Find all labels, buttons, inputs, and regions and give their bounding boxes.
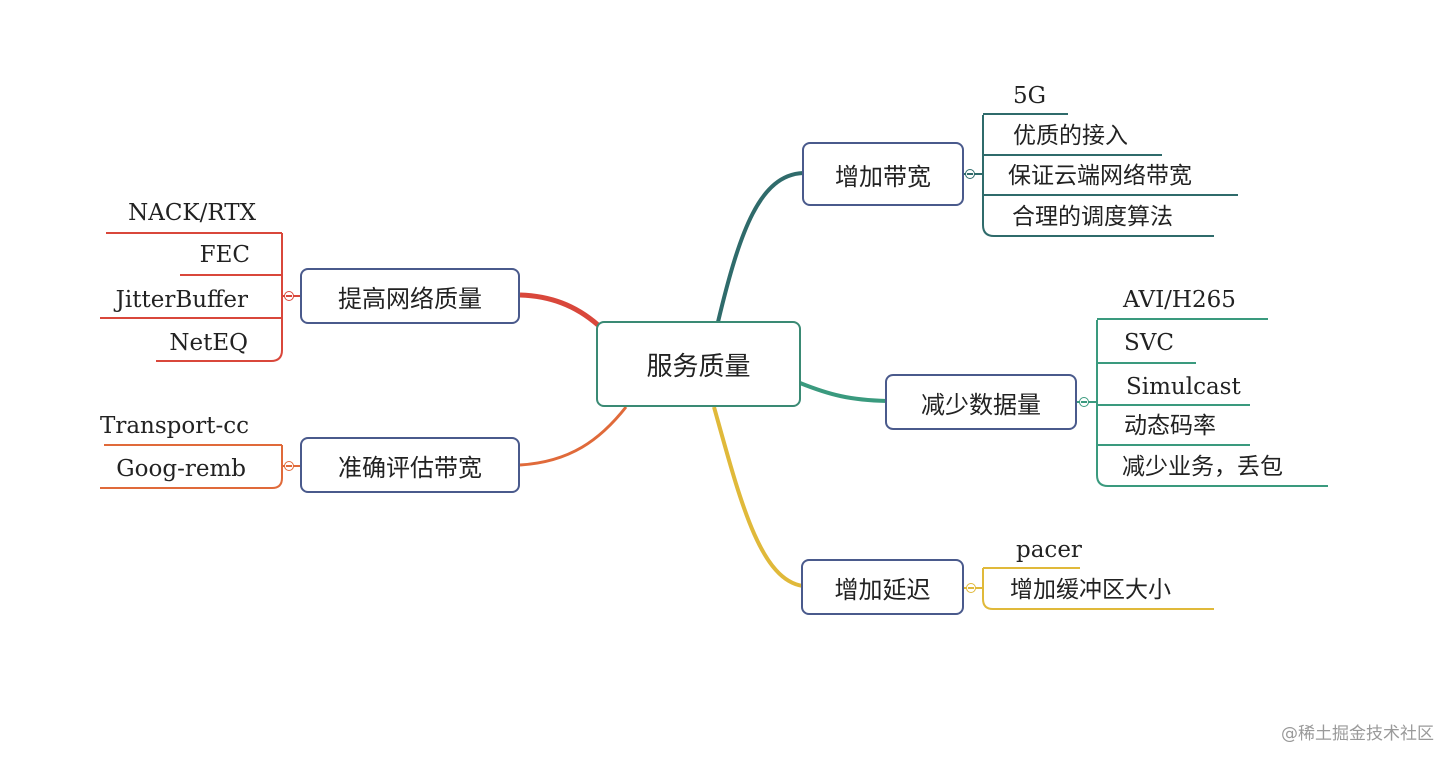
leaf-fec[interactable]: FEC [199,242,250,268]
leaf-buffer-size[interactable]: 增加缓冲区大小 [1010,577,1171,603]
collapse-delay-icon[interactable] [966,583,976,593]
leaf-svc[interactable]: SVC [1124,330,1174,356]
leaf-avi-h265[interactable]: AVI/H265 [1123,287,1236,313]
link-root-network-quality [519,292,600,327]
link-root-estimate [519,406,628,467]
leaf-cloud-bandwidth[interactable]: 保证云端网络带宽 [1008,163,1192,189]
root-node[interactable]: 服务质量 [596,321,801,407]
branch-bandwidth[interactable]: 增加带宽 [802,142,964,206]
leaf-pacer[interactable]: pacer [1016,537,1082,563]
branch-network-quality-label: 提高网络质量 [338,284,482,313]
leaf-reduce-business[interactable]: 减少业务，丢包 [1122,454,1283,480]
branch-reduce-data-label: 减少数据量 [921,390,1041,419]
branch-network-quality[interactable]: 提高网络质量 [300,268,520,324]
branch-delay-label: 增加延迟 [834,575,931,604]
watermark: @稀土掘金技术社区 [1281,724,1434,744]
leaf-5g[interactable]: 5G [1013,83,1047,109]
branch-bandwidth-label: 增加带宽 [835,162,931,191]
leaf-transport-cc[interactable]: Transport-cc [100,413,250,439]
branch-estimate-label: 准确评估带宽 [338,453,482,482]
leaf-goog-remb[interactable]: Goog-remb [116,456,246,482]
branch-estimate[interactable]: 准确评估带宽 [300,437,520,493]
link-root-reduce-data [799,381,888,403]
leaf-nack-rtx[interactable]: NACK/RTX [128,200,256,226]
leaf-simulcast[interactable]: Simulcast [1126,374,1241,400]
link-root-bandwidth [716,171,804,323]
collapse-network-quality-icon[interactable] [284,291,294,301]
leaf-dynamic-bitrate[interactable]: 动态码率 [1124,413,1216,439]
collapse-reduce-data-icon[interactable] [1079,397,1089,407]
leaf-jitterbuffer[interactable]: JitterBuffer [115,287,248,313]
collapse-bandwidth-icon[interactable] [965,169,975,179]
leaf-scheduling[interactable]: 合理的调度算法 [1012,204,1173,230]
leaf-neteq[interactable]: NetEQ [169,330,248,356]
branch-delay[interactable]: 增加延迟 [801,559,964,615]
link-root-delay [712,406,804,588]
collapse-estimate-icon[interactable] [284,461,294,471]
leaf-quality-access[interactable]: 优质的接入 [1013,123,1128,149]
branch-reduce-data[interactable]: 减少数据量 [885,374,1077,430]
root-label: 服务质量 [646,351,751,382]
